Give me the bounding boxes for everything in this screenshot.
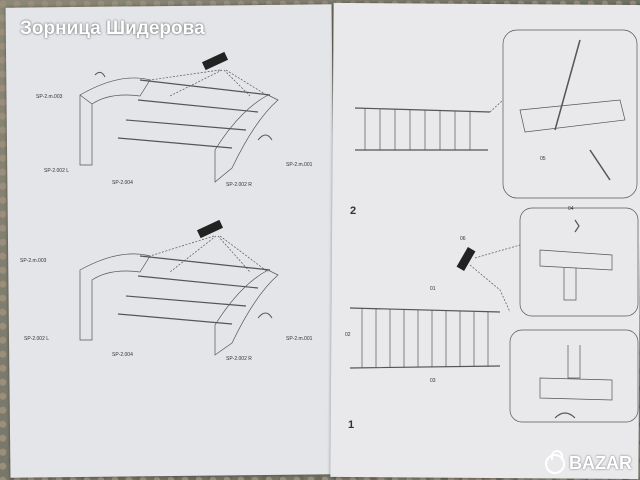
ladder-top <box>354 107 491 151</box>
watermark-text: BAZAR <box>569 453 632 473</box>
label-top-m001: SP-2.m.001 <box>286 162 313 168</box>
detail-callout-1 <box>489 29 638 199</box>
bag-icon <box>545 449 565 474</box>
label-bottom-002l: SP-2.002 L <box>24 336 49 342</box>
label-bottom-002r: SP-2.002 R <box>226 356 252 362</box>
seller-name-overlay: Зорница Шидерова <box>20 18 205 39</box>
label-top-002r: SP-2.002 R <box>226 182 252 188</box>
shelf-diagram-top <box>79 51 279 183</box>
page-number-right: 2 <box>350 205 356 217</box>
callout-03: 03 <box>430 378 436 384</box>
callout-04: 04 <box>568 206 574 212</box>
page-number-left: 1 <box>348 419 354 431</box>
callout-06: 06 <box>460 236 466 242</box>
callout-05: 05 <box>540 156 546 162</box>
shelf-diagram-bottom <box>79 219 279 356</box>
label-bottom-m003: SP-2.m.003 <box>20 258 47 264</box>
label-top-m003: SP-2.m.003 <box>36 94 63 100</box>
label-top-004: SP-2.004 <box>112 180 133 186</box>
label-top-002l: SP-2.002 L <box>44 168 69 174</box>
detail-callout-3 <box>509 329 639 423</box>
detail-callout-2 <box>519 207 639 317</box>
ladder-bottom <box>349 307 501 369</box>
bazar-watermark: BAZAR <box>545 449 632 474</box>
callout-01: 01 <box>430 286 436 292</box>
label-bottom-004: SP-2.004 <box>112 352 133 358</box>
label-bottom-m001: SP-2.m.001 <box>286 336 313 342</box>
callout-02: 02 <box>345 332 351 338</box>
